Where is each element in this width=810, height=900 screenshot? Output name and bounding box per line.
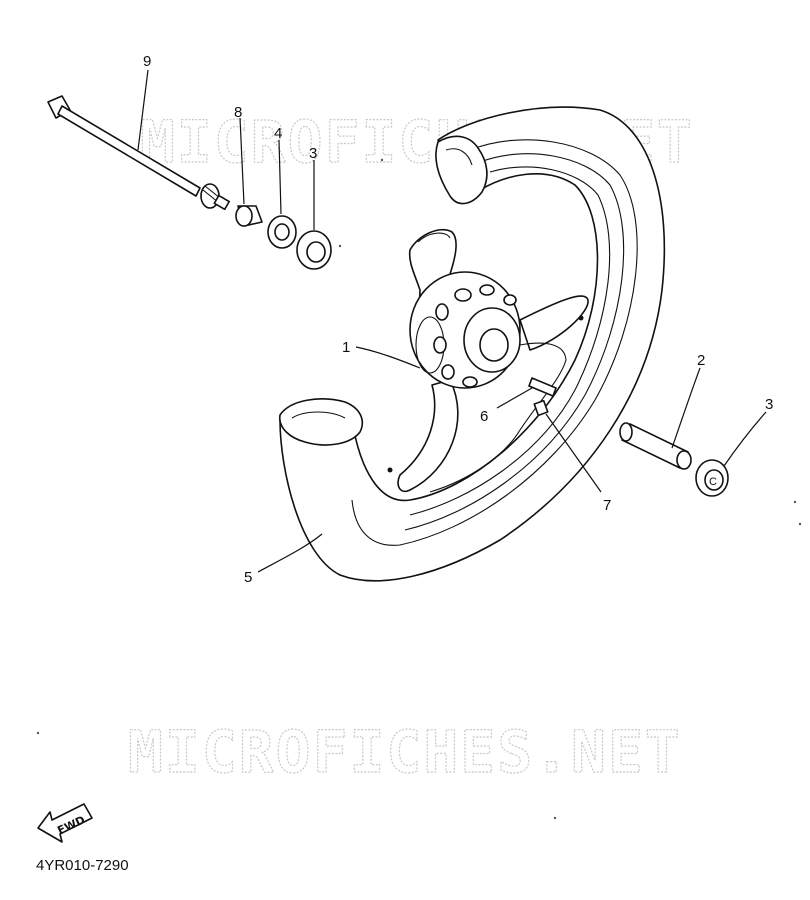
callout-9: 9 <box>143 53 151 70</box>
wheel-hub <box>409 271 521 389</box>
callout-3-left: 3 <box>309 145 317 162</box>
bearing-left <box>296 230 332 270</box>
callout-3-right: 3 <box>765 396 773 413</box>
valve-stem <box>528 377 557 417</box>
watermark-bottom: MICROFICHES.NET <box>128 718 682 786</box>
spacer-collar <box>619 422 692 470</box>
wheel-rim <box>279 106 666 582</box>
callout-1: 1 <box>342 339 350 356</box>
callout-2: 2 <box>697 352 705 369</box>
callout-8: 8 <box>234 104 242 121</box>
bearing-mark: C <box>709 476 717 488</box>
callout-4: 4 <box>274 125 282 142</box>
callout-6: 6 <box>480 408 488 425</box>
callout-7: 7 <box>603 497 611 514</box>
axle-collar <box>235 205 263 227</box>
axle-shaft <box>47 95 230 211</box>
oil-seal <box>267 215 297 249</box>
callout-5: 5 <box>244 569 252 586</box>
leader-lines <box>137 69 767 573</box>
bearing-right: C <box>695 459 729 497</box>
callout-labels: 9 8 4 3 1 2 3 6 7 5 <box>143 53 773 586</box>
forward-direction-arrow-icon: FWD <box>37 803 93 843</box>
diagram-code: 4YR010-7290 <box>36 857 129 874</box>
